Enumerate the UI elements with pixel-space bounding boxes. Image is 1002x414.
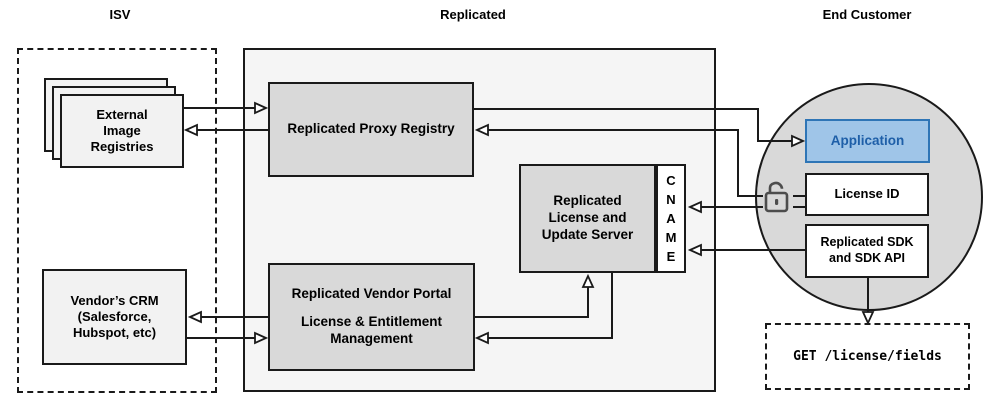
section-label-isv: ISV [109, 7, 131, 22]
replicated-proxy-registry-node: Replicated Proxy Registry [268, 82, 474, 177]
isv-container [17, 48, 217, 393]
get-license-fields-node: GET /license/fields [765, 323, 970, 390]
section-label-end-customer: End Customer [822, 7, 912, 22]
replicated-license-update-server-node: Replicated License and Update Server [519, 164, 656, 273]
unlock-icon [764, 181, 789, 213]
application-node: Application [805, 119, 930, 163]
arrowhead [861, 311, 875, 326]
section-label-replicated: Replicated [440, 7, 506, 22]
cname-label: CNAME [665, 173, 677, 264]
vendor-portal-title: Replicated Vendor Portal [291, 286, 452, 302]
license-id-node: License ID [805, 173, 929, 216]
get-license-fields-label: GET /license/fields [793, 349, 942, 364]
vendors-crm-node: Vendor’s CRM (Salesforce, Hubspot, etc) [42, 269, 187, 365]
vendor-portal-subtitle: License & Entitlement Management [300, 314, 443, 346]
replicated-sdk-node: Replicated SDK and SDK API [805, 224, 929, 278]
external-image-registries-node: External Image Registries [60, 94, 184, 168]
replicated-vendor-portal-node: Replicated Vendor Portal License & Entit… [268, 263, 475, 371]
cname-node: CNAME [656, 164, 686, 273]
